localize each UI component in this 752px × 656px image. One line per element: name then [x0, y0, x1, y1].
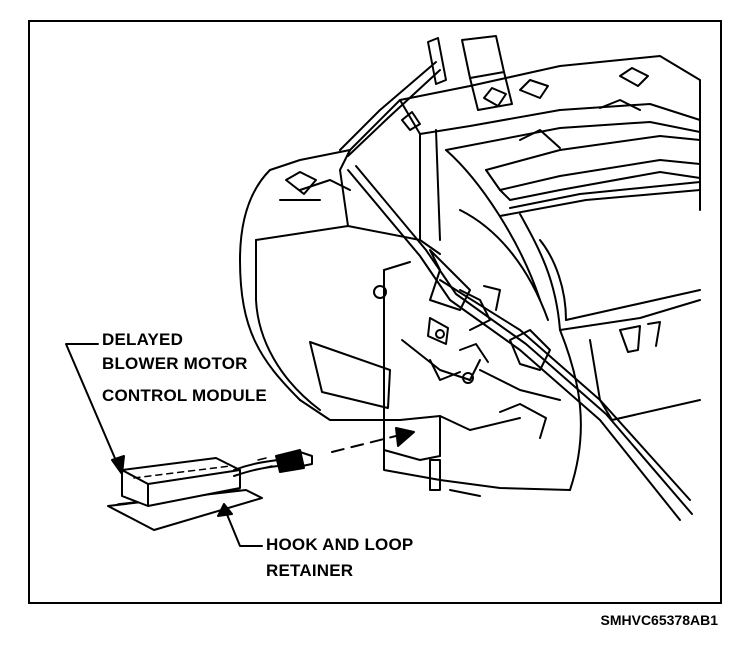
module-leader-line — [65, 343, 125, 475]
figure-frame — [28, 20, 722, 604]
retainer-callout-label: HOOK AND LOOP RETAINER — [266, 533, 413, 583]
module-callout-line: BLOWER MOTOR — [102, 354, 248, 373]
air-duct-tube — [427, 35, 513, 111]
insertion-arrow-icon — [331, 427, 415, 453]
figure-code: SMHVC65378AB1 — [600, 612, 719, 628]
blower-housing-upper — [349, 55, 701, 241]
module-connector — [233, 449, 313, 477]
blower-scroll — [445, 149, 701, 491]
retainer-leader-line — [217, 503, 263, 547]
module-callout-line: CONTROL MODULE — [102, 386, 267, 405]
retainer-callout-line: HOOK AND LOOP — [266, 535, 414, 554]
module-callout-label: DELAYED BLOWER MOTOR CONTROL MODULE — [102, 328, 267, 408]
cable-linkage — [339, 61, 693, 521]
blower-case-lower — [239, 149, 571, 497]
retainer-callout-line: RETAINER — [266, 561, 354, 580]
control-module-box — [121, 457, 241, 507]
module-callout-line: DELAYED — [102, 330, 184, 349]
